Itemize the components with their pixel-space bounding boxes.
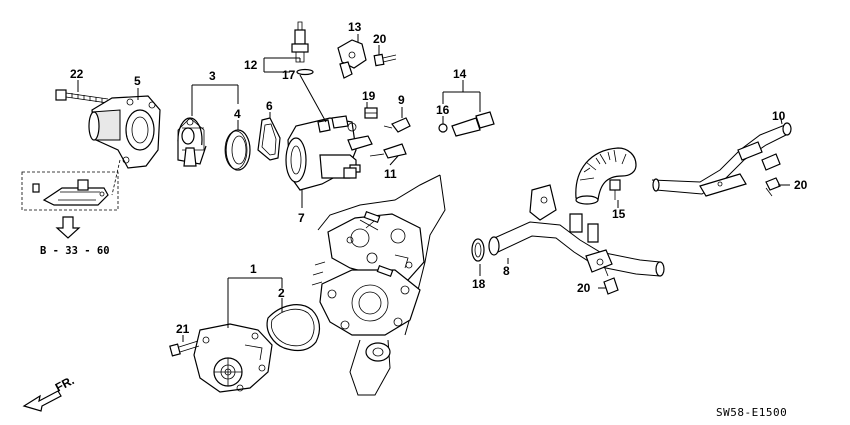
label-20b: 20 (577, 281, 591, 295)
gasket-ring-4 (224, 129, 251, 171)
front-direction-arrow: FR. (22, 373, 76, 412)
label-10: 10 (772, 109, 786, 123)
label-1: 1 (250, 262, 257, 276)
washer-16 (438, 123, 448, 133)
o-ring-17 (296, 68, 314, 76)
water-passage-7 (285, 115, 373, 191)
bolt-20c (765, 177, 781, 197)
thermostat-housing-5 (88, 95, 161, 169)
connecting-pipe-8 (488, 184, 665, 277)
label-7: 7 (298, 211, 305, 225)
water-pump-1 (193, 323, 273, 393)
bracket-13 (337, 39, 367, 79)
label-3: 3 (209, 69, 216, 83)
label-11: 11 (384, 167, 397, 181)
label-17: 17 (282, 68, 296, 82)
label-20c: 20 (794, 178, 808, 192)
o-ring-18 (471, 238, 485, 262)
plug-19 (364, 107, 378, 119)
diagram-code: SW58-E1500 (716, 406, 787, 419)
sensor-9 (383, 117, 411, 133)
label-19: 19 (362, 89, 376, 103)
sensor-12 (291, 21, 309, 63)
bolt-21 (169, 340, 200, 357)
sensor-14 (451, 111, 495, 137)
label-5: 5 (134, 74, 141, 88)
label-18: 18 (472, 277, 486, 291)
label-20a: 20 (373, 32, 387, 46)
label-4: 4 (234, 107, 241, 121)
label-22: 22 (70, 67, 84, 81)
bolt-15 (609, 179, 621, 200)
leader-lines (77, 34, 790, 342)
coolant-hose (575, 147, 637, 205)
label-16: 16 (436, 103, 450, 117)
engine-block (311, 174, 446, 396)
bolt-20a (373, 53, 397, 67)
label-6: 6 (266, 99, 273, 113)
thermostat-3 (177, 117, 207, 167)
label-21: 21 (176, 322, 190, 336)
pipe-10 (651, 122, 792, 197)
gasket-2 (266, 304, 321, 352)
reference-arrow (55, 216, 81, 239)
bolt-20b (603, 265, 619, 295)
reference-text: B - 33 - 60 (40, 245, 110, 257)
label-9: 9 (398, 93, 405, 107)
sensor-11 (369, 143, 407, 159)
bracket-detail-box (21, 171, 119, 211)
label-8: 8 (503, 264, 510, 278)
label-14: 14 (453, 67, 467, 81)
label-13: 13 (348, 20, 362, 34)
label-12: 12 (244, 58, 258, 72)
gasket-6 (257, 117, 281, 161)
label-15: 15 (612, 207, 626, 221)
label-2: 2 (278, 286, 285, 300)
bolt-22 (55, 89, 109, 104)
